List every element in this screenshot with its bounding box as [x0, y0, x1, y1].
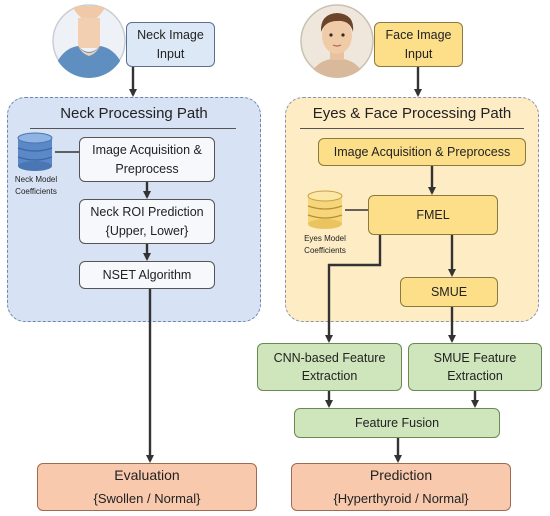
- neck-image-input: Neck Image Input: [126, 22, 215, 67]
- face-acquisition-box: Image Acquisition & Preprocess: [318, 138, 526, 166]
- neck-avatar-icon: [52, 4, 126, 78]
- eyes-database-icon: [305, 190, 345, 230]
- cnn-feature-extraction-box: CNN-based Feature Extraction: [257, 343, 402, 391]
- face-title-divider: [300, 128, 524, 129]
- face-image-input: Face Image Input: [374, 22, 463, 67]
- neck-database-icon: [15, 132, 55, 172]
- smue-box: SMUE: [400, 277, 498, 307]
- face-panel-title: Eyes & Face Processing Path: [312, 105, 512, 122]
- prediction-output-box: Prediction {Hyperthyroid / Normal}: [291, 463, 511, 511]
- evaluation-output-box: Evaluation {Swollen / Normal}: [37, 463, 257, 511]
- face-avatar-icon: [300, 4, 374, 78]
- neck-panel-title: Neck Processing Path: [60, 105, 208, 122]
- eyes-database-label: Eyes Model Coefficients: [304, 234, 346, 255]
- evaluation-value: {Swollen / Normal}: [93, 491, 201, 507]
- feature-fusion-box: Feature Fusion: [294, 408, 500, 438]
- neck-title-divider: [30, 128, 236, 129]
- evaluation-title: Evaluation: [114, 466, 180, 483]
- smue-feature-extraction-box: SMUE Feature Extraction: [408, 343, 542, 391]
- neck-acquisition-box: Image Acquisition & Preprocess: [79, 137, 215, 182]
- prediction-title: Prediction: [369, 466, 433, 483]
- prediction-value: {Hyperthyroid / Normal}: [333, 491, 469, 507]
- fmel-box: FMEL: [368, 195, 498, 235]
- nset-algorithm-box: NSET Algorithm: [79, 261, 215, 289]
- neck-roi-box: Neck ROI Prediction {Upper, Lower}: [79, 199, 215, 244]
- neck-database-label: Neck Model Coefficients: [14, 175, 58, 196]
